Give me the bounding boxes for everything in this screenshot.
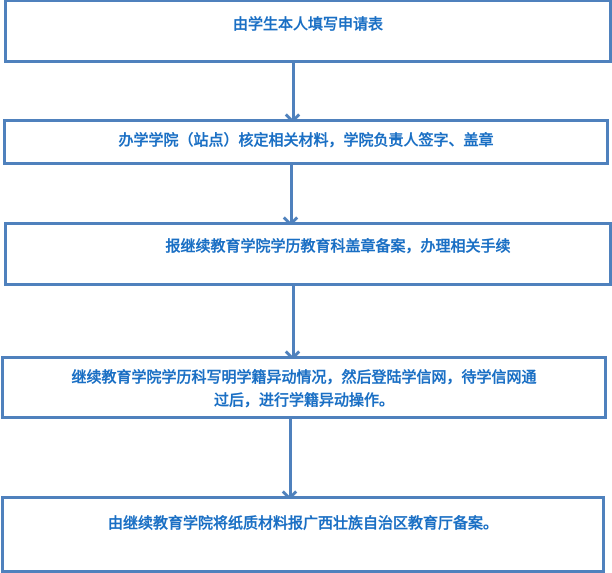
step-3-box: 报继续教育学院学历教育科盖章备案，办理相关手续 xyxy=(4,222,612,286)
step-4-text-line1: 继续教育学院学历科写明学籍异动情况，然后登陆学信网，待学信网通 xyxy=(71,368,537,386)
step-1-text: 由学生本人填写申请表 xyxy=(232,15,383,33)
arrow-3-4 xyxy=(292,286,295,356)
step-5-box: 由继续教育学院将纸质材料报广西壮族自治区教育厅备案。 xyxy=(1,496,605,573)
step-2-text: 办学学院（站点）核定相关材料，学院负责人签字、盖章 xyxy=(118,131,494,149)
arrow-4-5 xyxy=(289,419,292,496)
step-1-box: 由学生本人填写申请表 xyxy=(4,0,612,63)
step-5-text: 由继续教育学院将纸质材料报广西壮族自治区教育厅备案。 xyxy=(107,514,498,532)
arrow-2-3 xyxy=(290,165,293,222)
step-2-box: 办学学院（站点）核定相关材料，学院负责人签字、盖章 xyxy=(3,119,609,165)
arrow-1-2 xyxy=(292,63,295,119)
step-4-box: 继续教育学院学历科写明学籍异动情况，然后登陆学信网，待学信网通 过后，进行学籍异… xyxy=(1,356,607,419)
step-3-text: 报继续教育学院学历教育科盖章备案，办理相关手续 xyxy=(165,237,511,255)
step-4-text-line2: 过后，进行学籍异动操作。 xyxy=(213,391,394,409)
